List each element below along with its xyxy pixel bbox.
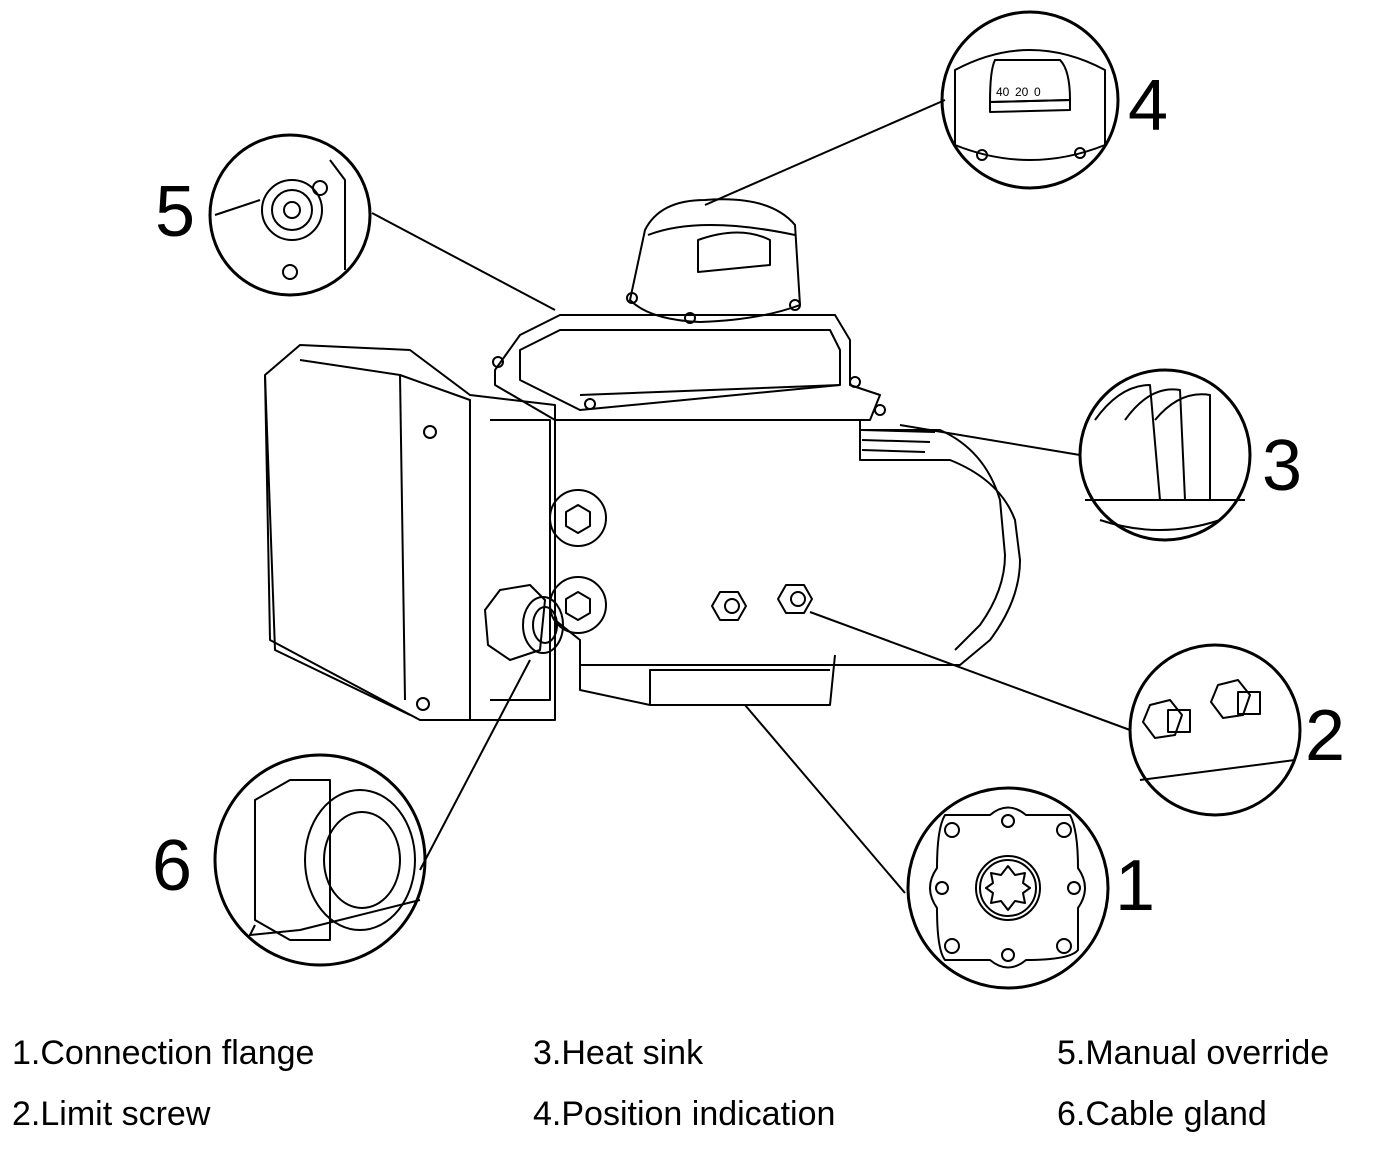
scale-label-0: 0: [1034, 85, 1041, 99]
detail-cable-gland: [213, 753, 427, 967]
callout-number-2: 2: [1305, 696, 1346, 776]
legend-item-manual-override: 5.Manual override: [1057, 1034, 1330, 1072]
callout-number-3: 3: [1262, 426, 1303, 506]
leader-line-4: [704, 99, 946, 206]
leader-line-1: [744, 704, 906, 894]
legend-item-cable-gland: 6.Cable gland: [1057, 1095, 1267, 1133]
callout-number-5: 5: [155, 172, 196, 252]
detail-connection-flange: [906, 786, 1110, 990]
detail-heat-sink: [1078, 368, 1252, 542]
leader-line-3: [899, 424, 1081, 456]
actuator-body: [264, 198, 1021, 721]
detail-manual-override: [208, 133, 372, 297]
scale-label-40: 40: [996, 85, 1010, 99]
legend-item-connection-flange: 1.Connection flange: [12, 1034, 315, 1072]
legend-item-heat-sink: 3.Heat sink: [533, 1034, 704, 1072]
leader-line-6: [419, 659, 531, 871]
leader-line-2: [809, 611, 1131, 731]
legend-item-limit-screw: 2.Limit screw: [12, 1095, 211, 1133]
callout-number-1: 1: [1115, 846, 1156, 926]
scale-label-20: 20: [1015, 85, 1029, 99]
leader-lines: [371, 99, 1131, 894]
leader-line-5: [371, 212, 556, 311]
detail-limit-screw: [1128, 643, 1302, 817]
callout-number-4: 4: [1128, 66, 1169, 146]
callout-number-6: 6: [152, 826, 193, 906]
detail-position-indicator: 40 20 0: [940, 10, 1120, 190]
legend-item-position-indication: 4.Position indication: [533, 1095, 836, 1133]
